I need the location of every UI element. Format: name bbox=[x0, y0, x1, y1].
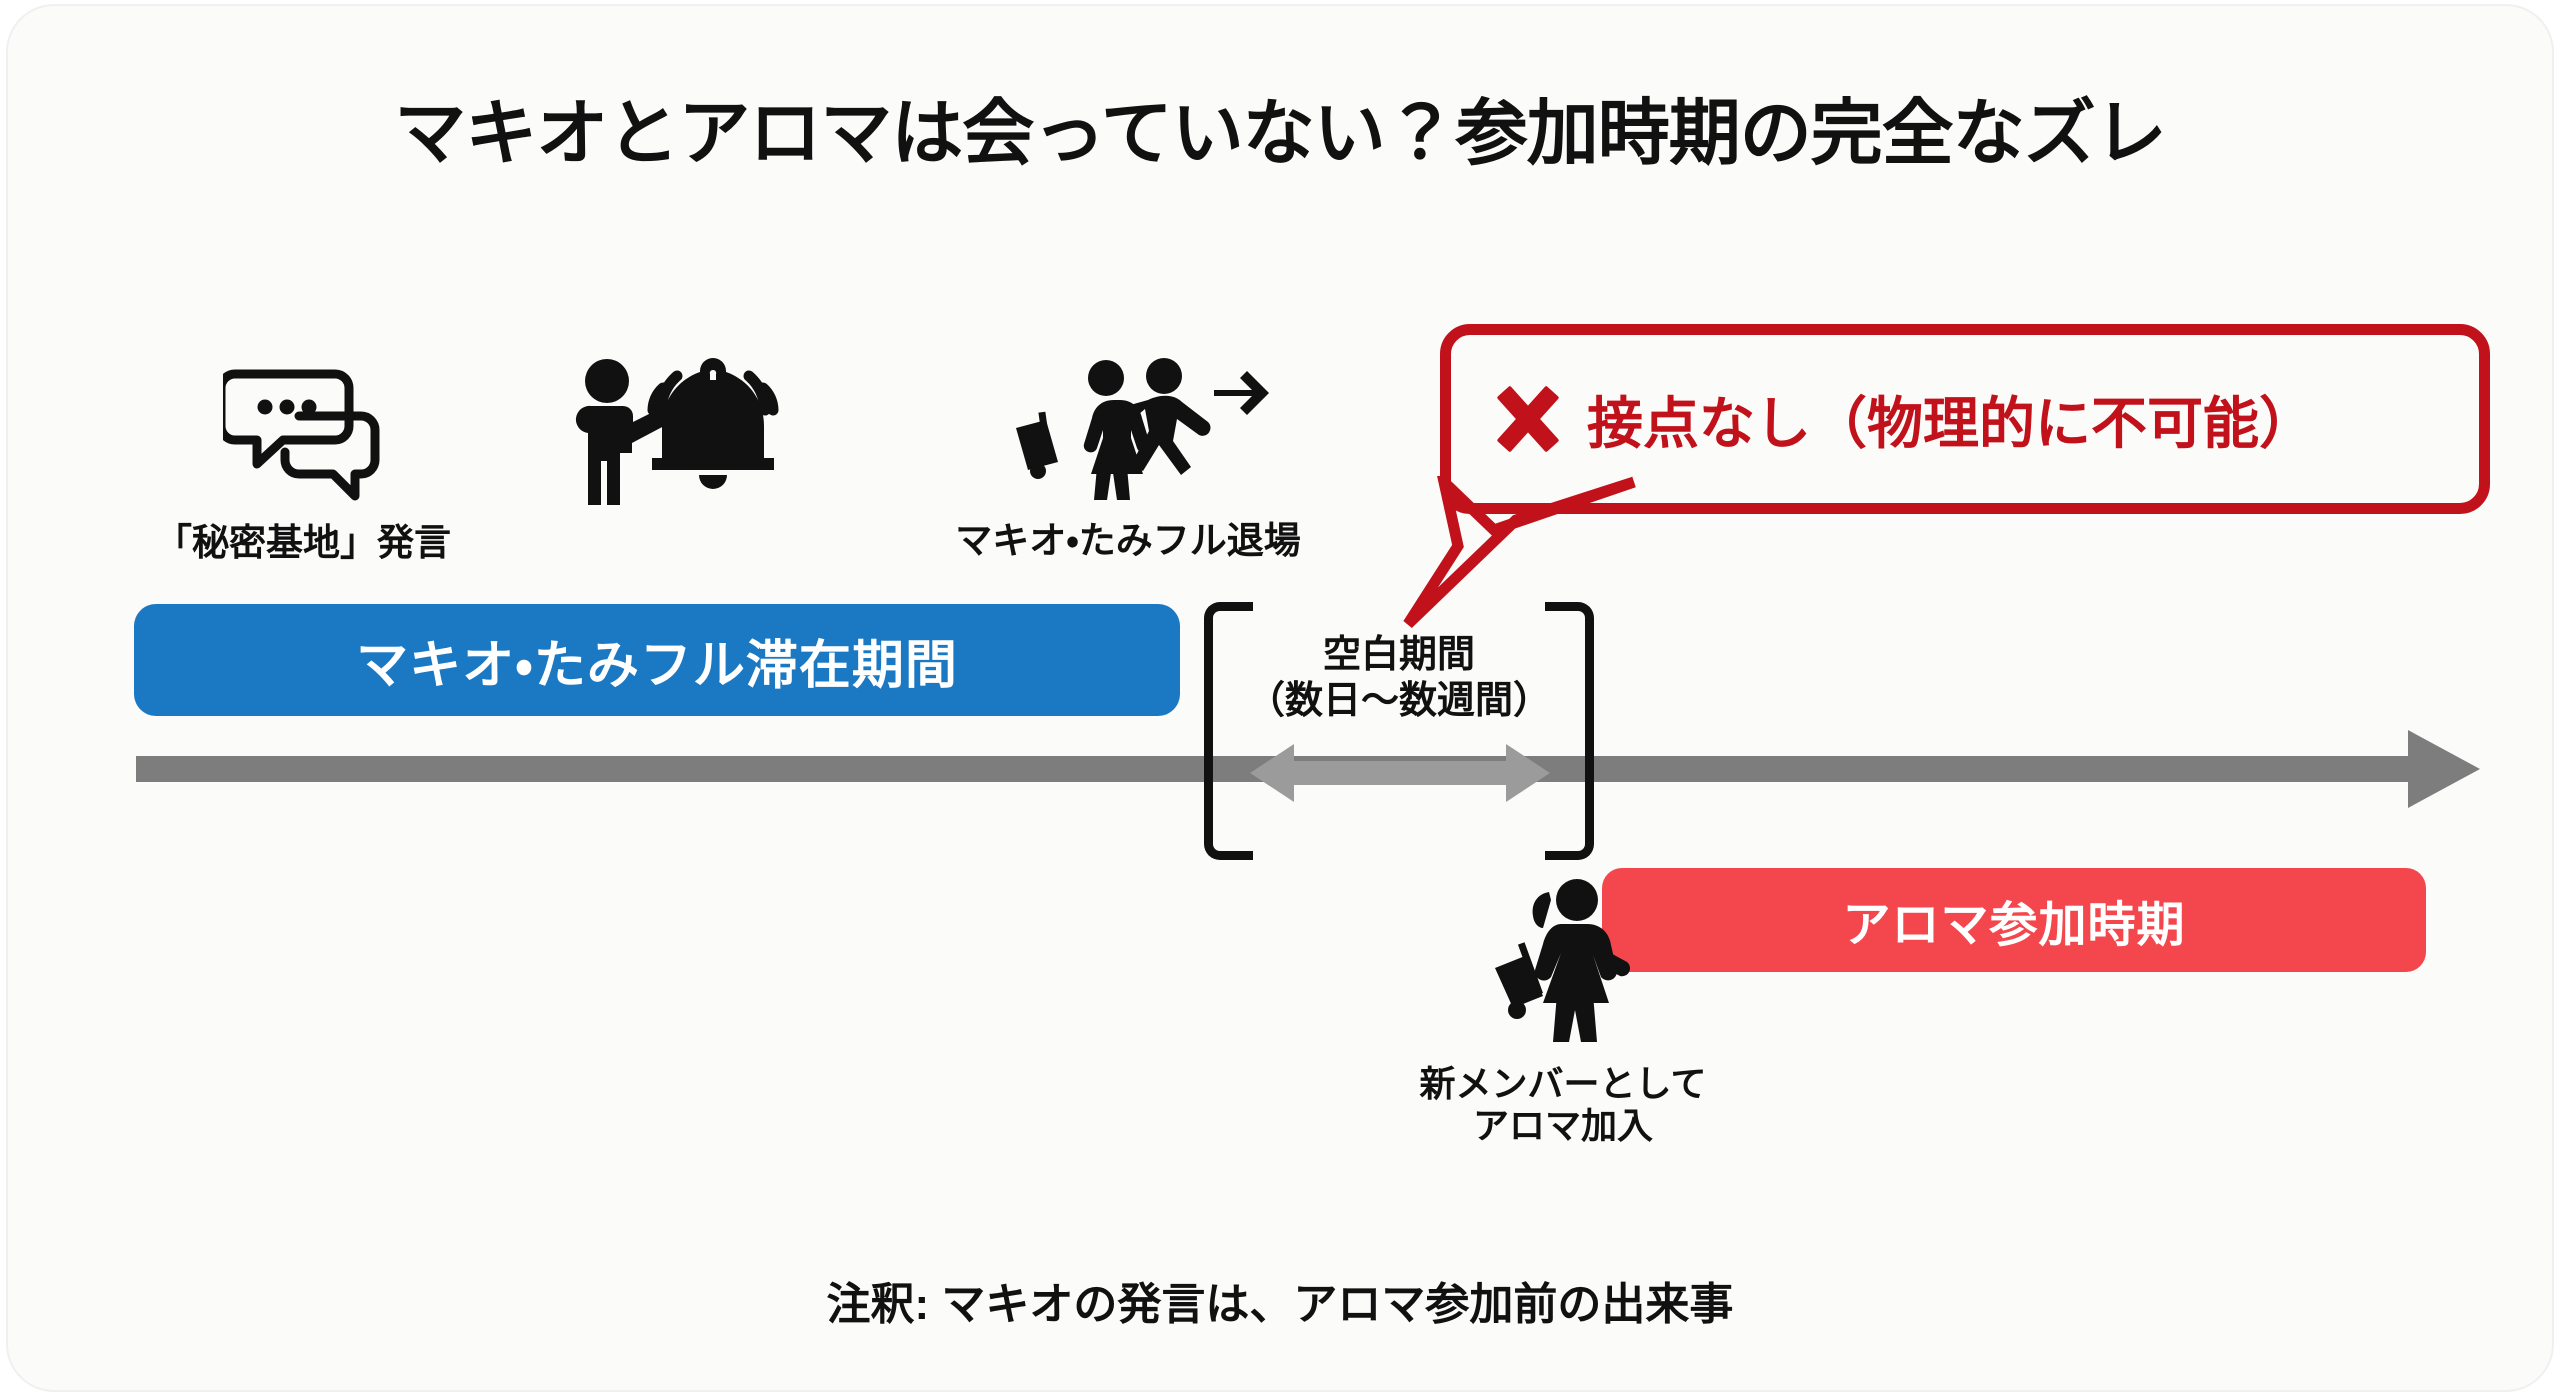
gap-arrow-head-right bbox=[1506, 744, 1550, 802]
gap-arrow-head-left bbox=[1250, 744, 1294, 802]
blue-period-label: マキオ・たみフル滞在期間 bbox=[356, 636, 958, 695]
gap-period-line1: 空白期間 bbox=[1322, 634, 1475, 676]
event-caption: マキオ・たみフル退場 bbox=[955, 520, 1301, 561]
event-caption: 新メンバーとして アロマ加入 bbox=[1363, 1063, 1763, 1148]
gap-arrow-shaft bbox=[1290, 761, 1510, 785]
woman-with-suitcase-icon bbox=[1363, 868, 1763, 1053]
event-secret-base-remark: 「秘密基地」発言 bbox=[108, 358, 498, 565]
timeline-arrow-head-icon bbox=[2408, 730, 2480, 808]
event-bell-announcement bbox=[528, 336, 848, 519]
blue-period-bar: マキオ・たみフル滞在期間 bbox=[134, 604, 1180, 716]
speech-bubbles-icon bbox=[108, 358, 498, 513]
footnote: 注釈: マキオの発言は、アロマ参加前の出来事 bbox=[826, 1280, 1734, 1329]
gap-period-text: 空白期間 （数日〜数週間） bbox=[1204, 632, 1594, 725]
event-aroma-join: 新メンバーとして アロマ加入 bbox=[1363, 868, 1763, 1148]
infographic-card: マキオとアロマは会っていない？参加時期の完全なズレ 「秘密基地」発言 bbox=[8, 6, 2552, 1390]
person-ringing-bell-icon bbox=[528, 336, 848, 511]
gap-period-group: 空白期間 （数日〜数週間） bbox=[1204, 602, 1594, 860]
event-caption-line1: 新メンバーとして bbox=[1419, 1063, 1707, 1104]
page-title: マキオとアロマは会っていない？参加時期の完全なズレ bbox=[394, 94, 2166, 174]
red-period-bar: アロマ参加時期 bbox=[1602, 868, 2426, 972]
event-caption-line2: アロマ加入 bbox=[1472, 1105, 1653, 1147]
event-caption: 「秘密基地」発言 bbox=[155, 522, 451, 563]
gap-period-line2: （数日〜数週間） bbox=[1246, 680, 1551, 723]
event-makio-tamifuru-exit: マキオ・たみフル退場 bbox=[863, 356, 1393, 563]
x-mark-icon bbox=[1485, 376, 1571, 462]
no-contact-callout: 接点なし（物理的に不可能） bbox=[1440, 324, 2490, 514]
callout-text: 接点なし（物理的に不可能） bbox=[1587, 391, 2315, 455]
gap-double-arrow-icon bbox=[1250, 744, 1550, 802]
two-people-leaving-with-suitcase-icon bbox=[863, 356, 1393, 511]
bracket-left-icon bbox=[1204, 602, 1253, 860]
red-period-label: アロマ参加時期 bbox=[1842, 899, 2186, 952]
